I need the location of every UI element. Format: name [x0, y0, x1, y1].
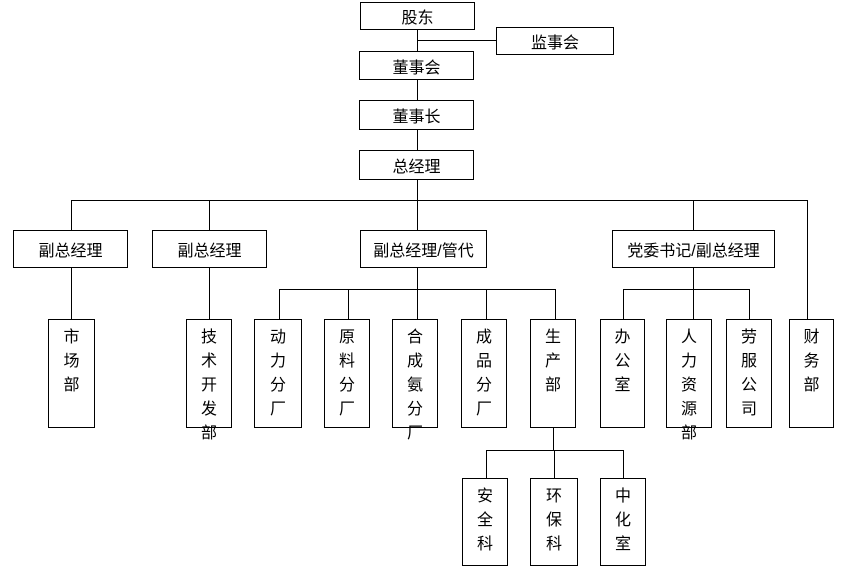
org-node-label: 办 公 室	[614, 329, 631, 394]
connector-deputy3-stem	[417, 268, 418, 289]
org-node-deputy-gm-1: 副总经理	[13, 230, 128, 268]
org-node-label: 人 力 资 源 部	[680, 329, 697, 442]
org-node-board-of-directors: 董事会	[359, 51, 474, 80]
org-node-label: 党委书记/副总经理	[627, 243, 760, 260]
org-node-label: 市 场 部	[63, 329, 80, 394]
connector-main-rail	[71, 200, 808, 201]
org-node-label: 环 保 科	[545, 488, 562, 553]
connector-drop-party-secretary	[693, 200, 694, 230]
connector-drop-ammonia	[417, 289, 418, 319]
org-node-label: 安 全 科	[476, 488, 493, 553]
org-node-label: 劳 服 公 司	[740, 329, 757, 418]
connector-drop-power-branch	[279, 289, 280, 319]
org-node-general-manager: 总经理	[359, 150, 474, 180]
org-node-label: 监事会	[530, 35, 579, 52]
connector-drop-finance-dept	[807, 200, 808, 319]
org-node-shareholders: 股东	[360, 2, 475, 30]
org-node-label: 技 术 开 发 部	[200, 329, 217, 442]
org-node-hr-dept: 人 力 资 源 部	[666, 319, 712, 442]
org-node-raw-material-branch: 原 料 分 厂	[324, 319, 370, 428]
org-node-label: 原 料 分 厂	[338, 329, 355, 418]
connector-supervisory-board	[417, 40, 496, 41]
org-node-label: 副总经理	[177, 243, 242, 260]
org-node-label: 副总经理/管代	[373, 243, 474, 260]
org-node-label: 董事长	[392, 109, 441, 126]
org-node-label: 合 成 氨 分 厂	[406, 329, 423, 442]
org-node-tech-development-dept: 技 术 开 发 部	[186, 319, 232, 442]
org-node-label: 财 务 部	[803, 329, 820, 394]
org-node-synthetic-ammonia-branch: 合 成 氨 分 厂	[392, 319, 438, 442]
org-node-safety-section: 安 全 科	[462, 478, 508, 566]
connector-drop-central-lab	[623, 450, 624, 478]
org-node-supervisory-board: 监事会	[496, 27, 614, 55]
connector-deputy2-techdev	[209, 268, 210, 319]
connector-drop-office	[623, 289, 624, 319]
connector-drop-raw-material	[348, 289, 349, 319]
org-node-label: 董事会	[392, 59, 441, 77]
connector-drop-deputy-gm-2	[209, 200, 210, 230]
connector-production-stem	[553, 428, 554, 450]
connector-drop-production	[555, 289, 556, 319]
connector-party-rail	[623, 289, 750, 290]
org-node-label: 动 力 分 厂	[269, 329, 286, 418]
org-node-labor-service-company: 劳 服 公 司	[726, 319, 772, 428]
org-node-label: 成 品 分 厂	[475, 329, 492, 418]
org-node-finance-dept: 财 务 部	[789, 319, 834, 428]
org-node-central-chem-lab: 中 化 室	[600, 478, 646, 566]
org-node-marketing-dept: 市 场 部	[48, 319, 95, 428]
org-node-deputy-gm-2: 副总经理	[152, 230, 267, 268]
org-node-production-dept: 生 产 部	[530, 319, 576, 428]
org-node-chairman: 董事长	[359, 100, 474, 130]
connector-chairman-gm	[417, 130, 418, 150]
connector-drop-safety	[486, 450, 487, 478]
org-node-label: 生 产 部	[544, 329, 561, 394]
org-node-environmental-section: 环 保 科	[530, 478, 578, 566]
connector-drop-deputy-gm-1	[71, 200, 72, 230]
connector-drop-labor-service	[749, 289, 750, 319]
connector-board-chairman	[417, 80, 418, 100]
org-node-label: 股东	[401, 10, 434, 27]
connector-gm-main	[417, 180, 418, 200]
org-node-deputy-gm-mgmt-rep: 副总经理/管代	[360, 230, 487, 268]
connector-production-rail	[486, 450, 624, 451]
connector-drop-hr	[693, 289, 694, 319]
org-node-label: 中 化 室	[614, 488, 631, 553]
connector-drop-deputy-gm-mr	[417, 200, 418, 230]
org-node-party-secretary-deputy-gm: 党委书记/副总经理	[612, 230, 775, 268]
org-node-office: 办 公 室	[600, 319, 645, 428]
connector-drop-environmental	[554, 450, 555, 478]
connector-drop-finished-product	[486, 289, 487, 319]
org-node-label: 总经理	[392, 159, 441, 176]
connector-party-stem	[693, 268, 694, 289]
org-node-power-branch: 动 力 分 厂	[254, 319, 302, 428]
org-node-label: 副总经理	[38, 243, 103, 260]
connector-deputy1-marketing	[71, 268, 72, 319]
org-node-finished-product-branch: 成 品 分 厂	[461, 319, 507, 428]
